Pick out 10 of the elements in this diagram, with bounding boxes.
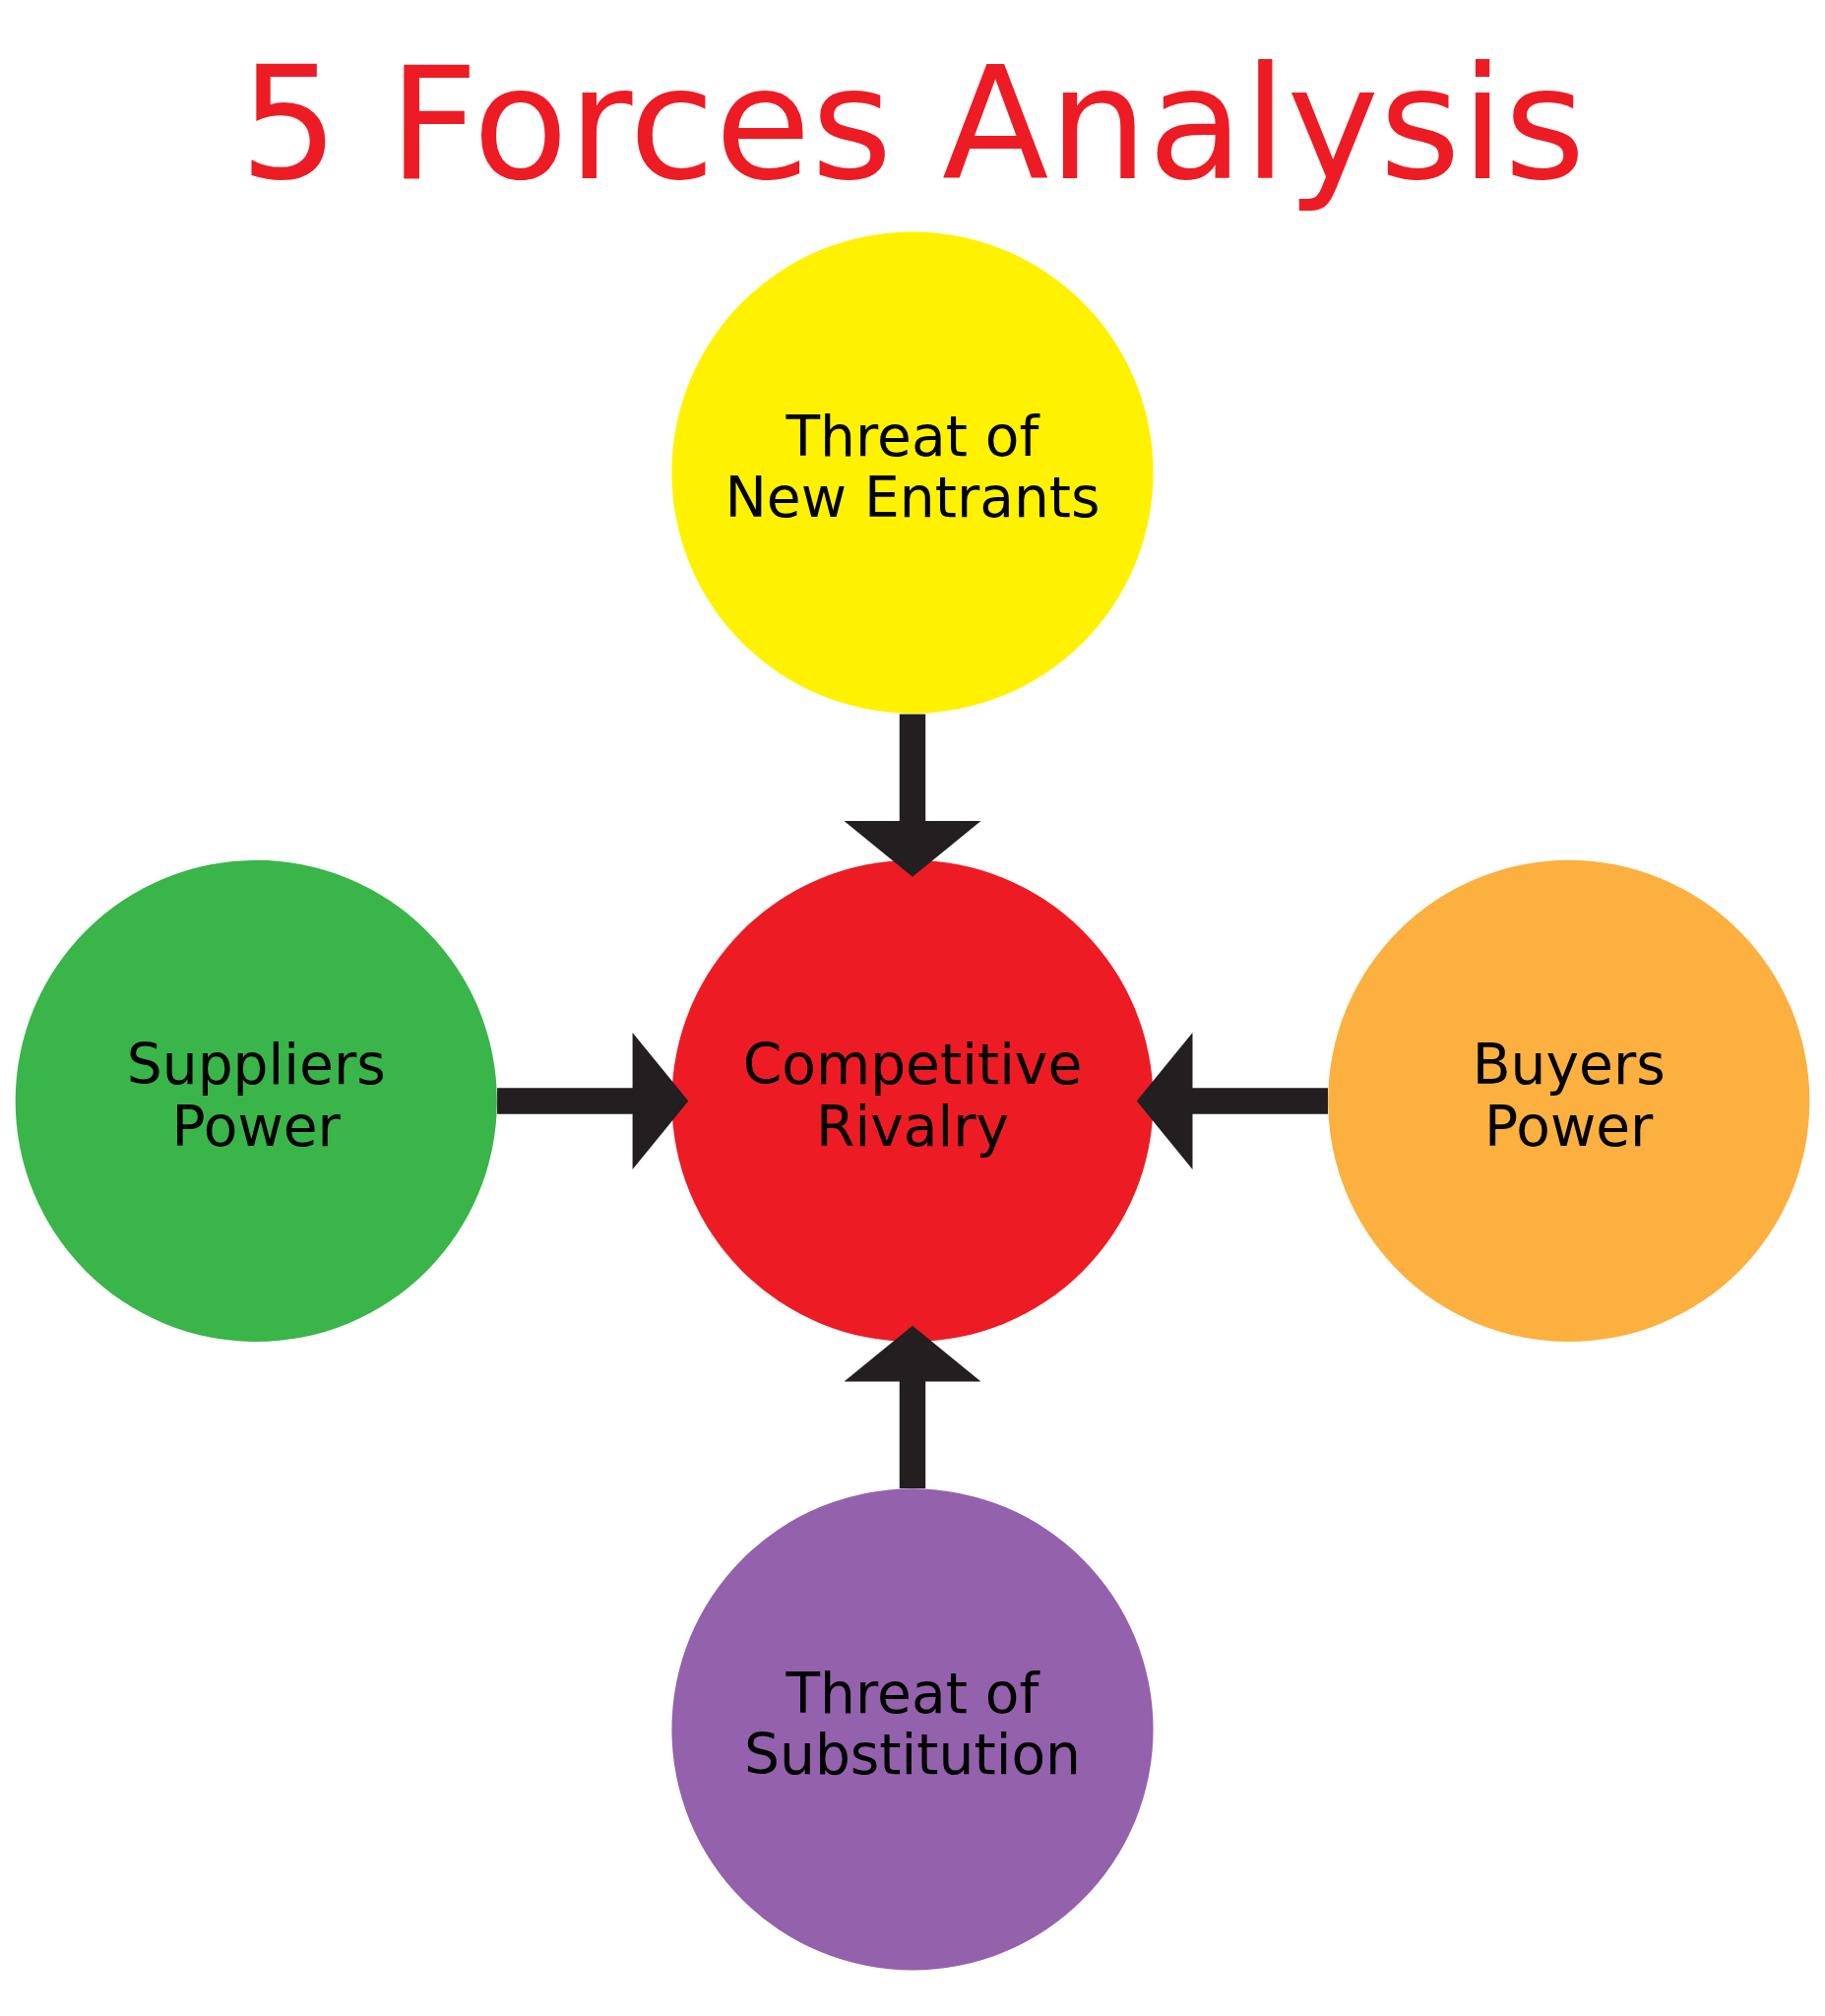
node-circle: Competitive Rivalry xyxy=(671,859,1154,1343)
node-circle: Threat of New Entrants xyxy=(671,231,1154,714)
arrow xyxy=(844,714,981,877)
node-circle: Suppliers Power xyxy=(15,859,497,1343)
arrow xyxy=(844,1325,981,1489)
arrow xyxy=(1136,1032,1328,1169)
node-circle: Buyers Power xyxy=(1328,859,1810,1343)
diagram-title: 5 Forces Analysis xyxy=(239,33,1586,216)
arrow xyxy=(497,1032,689,1169)
node-circle: Threat of Substitution xyxy=(671,1488,1154,1971)
